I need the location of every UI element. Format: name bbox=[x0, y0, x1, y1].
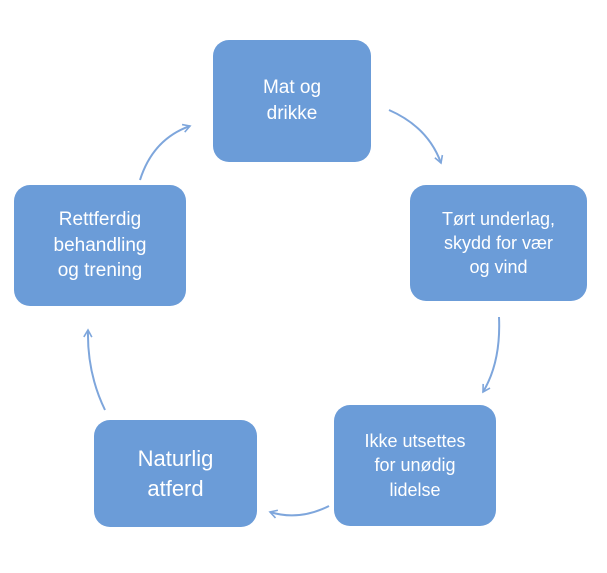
node-label: Naturlig atferd bbox=[137, 445, 214, 501]
node-ikke-utsettes: Ikke utsettes for unødig lidelse bbox=[334, 405, 496, 526]
node-naturlig-atferd: Naturlig atferd bbox=[94, 420, 257, 527]
node-label: Mat og drikke bbox=[262, 77, 322, 124]
node-label: Tørt underlag, skydd for vær og vind bbox=[441, 208, 556, 278]
arrow-left-to-top bbox=[139, 123, 192, 181]
arrow-bottom-right-to-bottom-left bbox=[268, 505, 330, 519]
node-rettferdig-behandling: Rettferdig behandling og trening bbox=[14, 185, 186, 306]
node-label: Ikke utsettes for unødig lidelse bbox=[364, 431, 466, 500]
node-label: Rettferdig behandling og trening bbox=[53, 209, 147, 282]
arrow-top-to-right bbox=[388, 109, 444, 165]
arrow-bottom-left-to-left bbox=[83, 328, 106, 411]
arrow-right-to-bottom-right bbox=[482, 316, 501, 394]
node-tort-underlag: Tørt underlag, skydd for vær og vind bbox=[410, 185, 587, 301]
node-mat-og-drikke: Mat og drikke bbox=[213, 40, 371, 162]
